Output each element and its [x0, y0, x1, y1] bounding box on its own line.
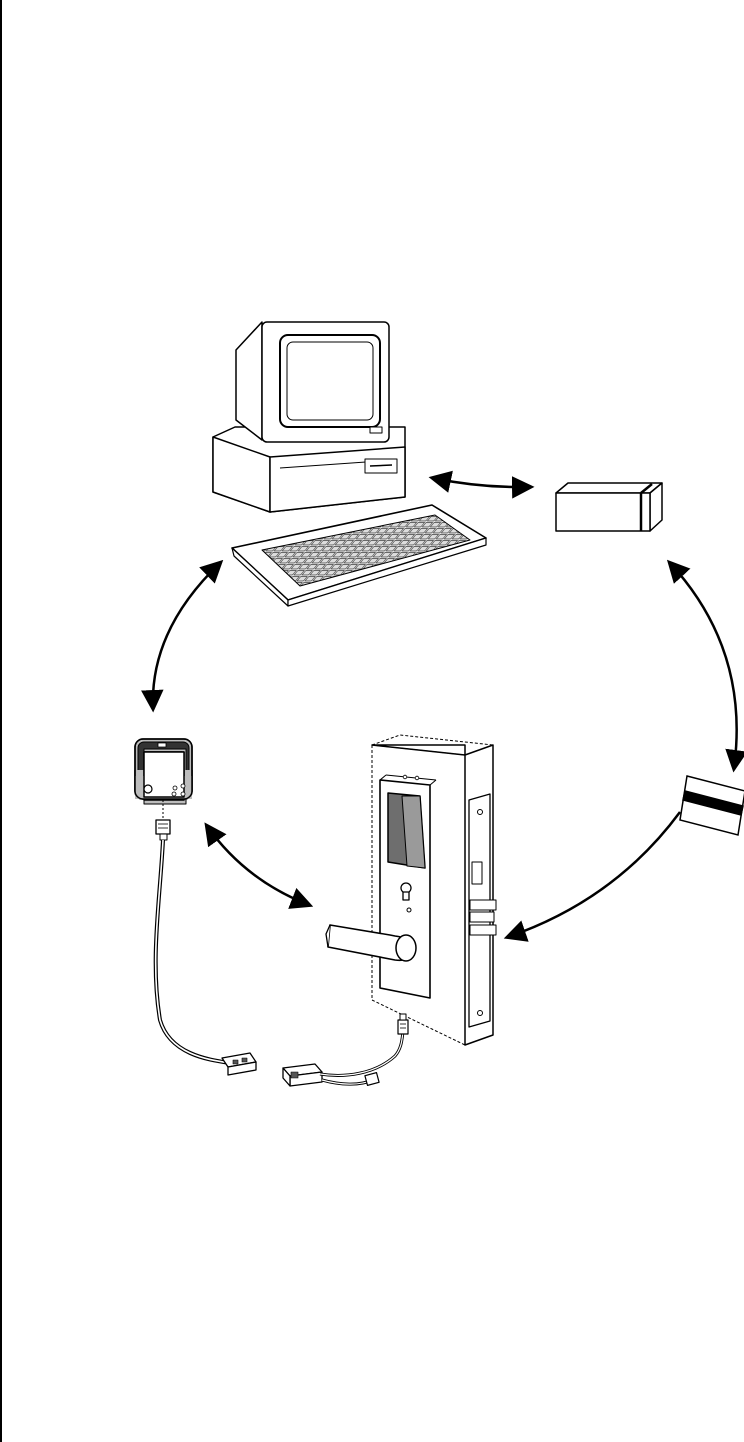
arrow-encoder-card [670, 563, 737, 768]
card-encoder-icon [556, 483, 662, 531]
magstripe-card-icon [680, 776, 744, 835]
mortise-lock-icon [326, 735, 496, 1045]
arrow-handheld-computer [153, 563, 220, 708]
arrow-lock-handheld [207, 826, 309, 905]
arrow-computer-encoder [433, 478, 530, 487]
arrow-card-lock [508, 812, 680, 937]
handheld-pda-icon [135, 739, 192, 804]
desktop-computer-icon [213, 322, 486, 606]
